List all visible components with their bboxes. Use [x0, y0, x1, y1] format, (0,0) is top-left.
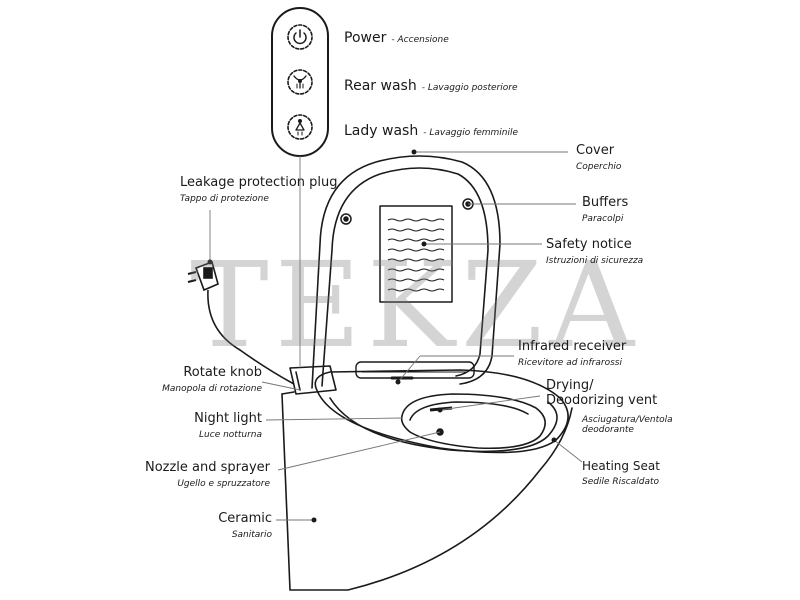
lady-wash-icon: [287, 114, 313, 140]
buffers-label: Buffers Paracolpi: [582, 195, 629, 224]
drying-vent-label: Drying/ Deodorizing vent: [546, 378, 658, 408]
callout-dots: [207, 149, 557, 523]
leakage-label: Leakage protection plug Tappo di protezi…: [180, 175, 338, 204]
safety-notice-label: Safety notice Istruzioni di sicurezza: [546, 237, 644, 266]
heating-seat-label: Heating Seat Sedile Riscaldato: [582, 459, 660, 487]
remote-control: [271, 7, 329, 157]
nozzle-sprayer-label: Nozzle and sprayer Ugello e spruzzatore: [144, 460, 270, 489]
buffer-bumpers: [340, 198, 474, 225]
drying-vent-sublabel: Asciugatura/Ventola deodorante: [582, 415, 673, 436]
night-light-label: Night light Luce notturna: [194, 411, 262, 440]
safety-notice-text-lines: [387, 218, 445, 292]
toilet-seat: [314, 369, 569, 454]
infrared-receiver-label: Infrared receiver Ricevitore ad infraros…: [518, 339, 627, 368]
rotate-knob-label: Rotate knob Manopola di rotazione: [162, 365, 262, 394]
rear-wash-label: Rear wash - Lavaggio posteriore: [344, 78, 518, 94]
leader-lines: [209, 151, 583, 521]
power-label: Power - Accensione: [344, 30, 449, 46]
cover-lid: [311, 155, 501, 389]
rear-wash-icon: [287, 69, 313, 95]
leakage-protection-plug: [187, 260, 295, 385]
ceramic-label: Ceramic Sanitario: [218, 511, 272, 540]
power-icon: [287, 24, 313, 50]
ceramic-bowl: [281, 391, 573, 591]
cover-label: Cover Coperchio: [576, 143, 622, 172]
lady-wash-label: Lady wash - Lavaggio femminile: [344, 123, 519, 139]
